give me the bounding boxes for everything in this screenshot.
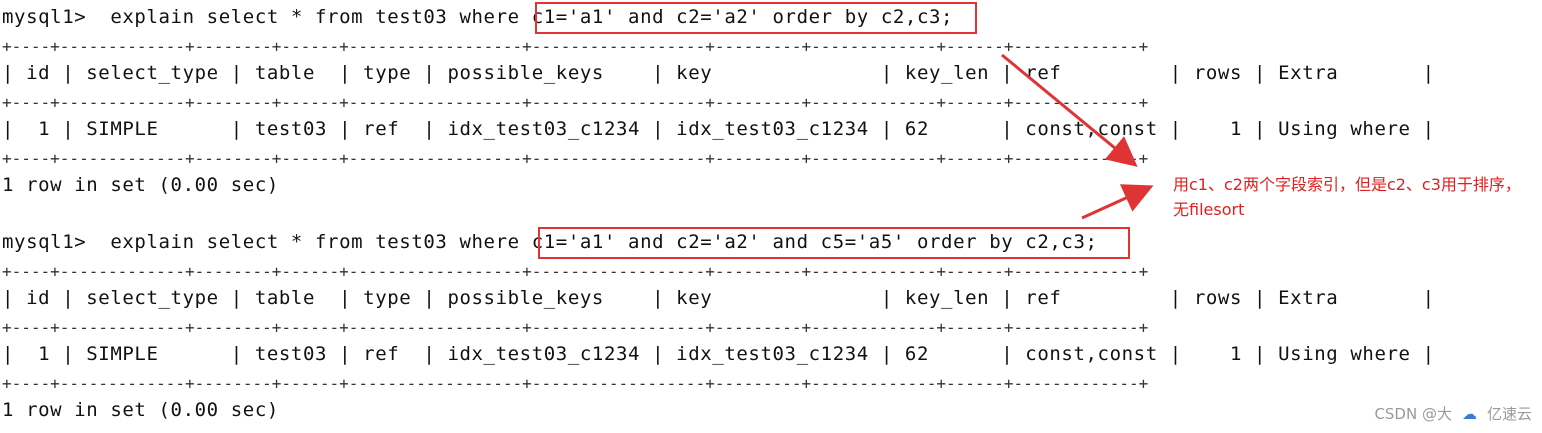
- command-line-2: mysql1> explain select * from test03 whe…: [2, 231, 1098, 253]
- annotation-text: 用c1、c2两个字段索引，但是c2、c3用于排序，无filesort: [1173, 175, 1521, 219]
- csdn-watermark: CSDN @大: [1374, 405, 1452, 423]
- result-footer: 1 row in set (0.00 sec): [2, 399, 279, 421]
- table-border: +----+-------------+--------+------+----…: [2, 149, 1149, 168]
- table-header-row: | id | select_type | table | type | poss…: [2, 62, 1435, 84]
- arrow-down-icon: [1001, 53, 1138, 167]
- where-clause-highlight-2: [538, 227, 1130, 259]
- table-row: | 1 | SIMPLE | test03 | ref | idx_test03…: [2, 343, 1435, 365]
- brand-watermark: 亿速云: [1486, 405, 1532, 423]
- table-border: +----+-------------+--------+------+----…: [2, 318, 1149, 337]
- table-border: +----+-------------+--------+------+----…: [2, 37, 1149, 56]
- cloud-icon: ☁: [1461, 404, 1477, 423]
- table-row: | 1 | SIMPLE | test03 | ref | idx_test03…: [2, 118, 1435, 140]
- where-clause-highlight-1: [535, 2, 977, 34]
- table-header-row: | id | select_type | table | type | poss…: [2, 287, 1435, 309]
- arrow-up-icon: [1081, 184, 1154, 220]
- table-border: +----+-------------+--------+------+----…: [2, 374, 1149, 393]
- watermark: CSDN @大 ☁ 亿速云: [1374, 403, 1532, 424]
- command-line-1: mysql1> explain select * from test03 whe…: [2, 6, 954, 28]
- result-footer: 1 row in set (0.00 sec): [2, 174, 279, 196]
- table-border: +----+-------------+--------+------+----…: [2, 262, 1149, 281]
- table-border: +----+-------------+--------+------+----…: [2, 93, 1149, 112]
